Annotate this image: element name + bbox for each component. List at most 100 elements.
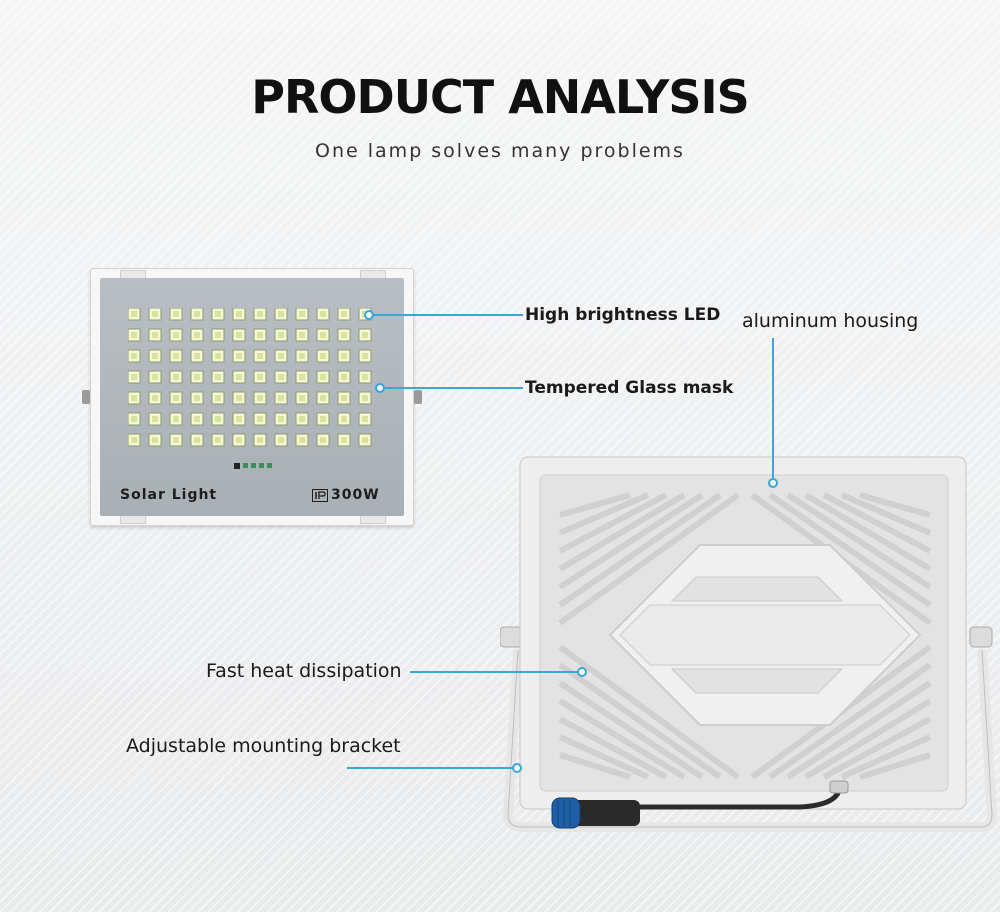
heat-fins [558,492,932,780]
heat-fin [558,492,650,536]
callout-line-heat [410,671,578,673]
led-core [362,353,368,359]
led-core [194,353,200,359]
led-core [257,374,263,380]
led-core [173,311,179,317]
led-core [194,332,200,338]
led-core [320,311,326,317]
led-core [215,437,221,443]
led-core [194,374,200,380]
led-core [362,395,368,401]
heat-fin [859,492,931,518]
heat-fin [558,716,668,780]
led-core [341,311,347,317]
heat-fin [558,492,686,572]
led-core [278,311,284,317]
brand-label: Solar Light [120,487,218,503]
led-core [362,437,368,443]
sensor-strip [234,463,274,469]
rating-label: 300W [312,487,380,503]
led-core [215,332,221,338]
led-core [299,353,305,359]
page-title: PRODUCT ANALYSIS [251,70,749,124]
led-core [173,416,179,422]
led-core [299,374,305,380]
led-core [194,395,200,401]
heat-fin [558,644,740,780]
led-core [278,332,284,338]
heat-fin [786,492,932,590]
led-core [194,416,200,422]
led-core [341,416,347,422]
callout-bracket: Adjustable mounting bracket [126,735,401,757]
led-core [257,395,263,401]
led-core [215,374,221,380]
led-core [131,353,137,359]
led-core [131,311,137,317]
led-core [278,416,284,422]
heat-fin [558,734,650,780]
led-core [131,437,137,443]
waterproof-connector [570,800,640,826]
led-core [236,395,242,401]
led-core [236,311,242,317]
heat-fin [558,492,722,608]
led-core [257,437,263,443]
back-light-image [500,456,998,832]
heat-fin [768,492,932,608]
led-core [131,332,137,338]
led-core [257,332,263,338]
led-core [320,395,326,401]
led-core [236,353,242,359]
led-core [152,353,158,359]
heat-fin [768,662,932,780]
callout-line-housing [772,338,774,478]
ip-rating-icon [312,488,328,502]
led-core [194,311,200,317]
heat-fin [804,492,932,572]
callout-heat: Fast heat dissipation [206,660,402,682]
led-core [152,416,158,422]
heat-fin [822,716,932,780]
rating-value: 300W [331,487,380,503]
led-core [152,374,158,380]
led-core [257,416,263,422]
led-core [152,332,158,338]
led-core [131,416,137,422]
heat-fin [558,662,722,780]
led-core [236,332,242,338]
callout-dot-heat [577,667,587,677]
heat-fin [559,492,631,518]
callout-line-bracket [347,767,513,769]
callout-dot-housing [768,478,778,488]
led-core [278,374,284,380]
led-core [131,374,137,380]
heat-fin [558,492,740,626]
led-core [320,353,326,359]
led-core [215,416,221,422]
led-core [341,332,347,338]
bracket-knob [500,626,523,648]
led-core [257,311,263,317]
led-core [278,353,284,359]
heat-fin [558,698,686,780]
callout-housing: aluminum housing [742,310,919,332]
led-core [362,374,368,380]
led-core [320,416,326,422]
led-core [173,332,179,338]
led-core [152,395,158,401]
led-core [215,353,221,359]
led-core [320,332,326,338]
left-mount-tab [82,390,90,404]
led-core [152,311,158,317]
callout-dot-bracket [512,763,522,773]
led-array [128,308,372,447]
led-core [299,332,305,338]
led-core [299,437,305,443]
led-core [341,353,347,359]
heat-fin [822,492,932,554]
callout-led: High brightness LED [525,305,721,325]
led-core [362,416,368,422]
led-core [362,332,368,338]
